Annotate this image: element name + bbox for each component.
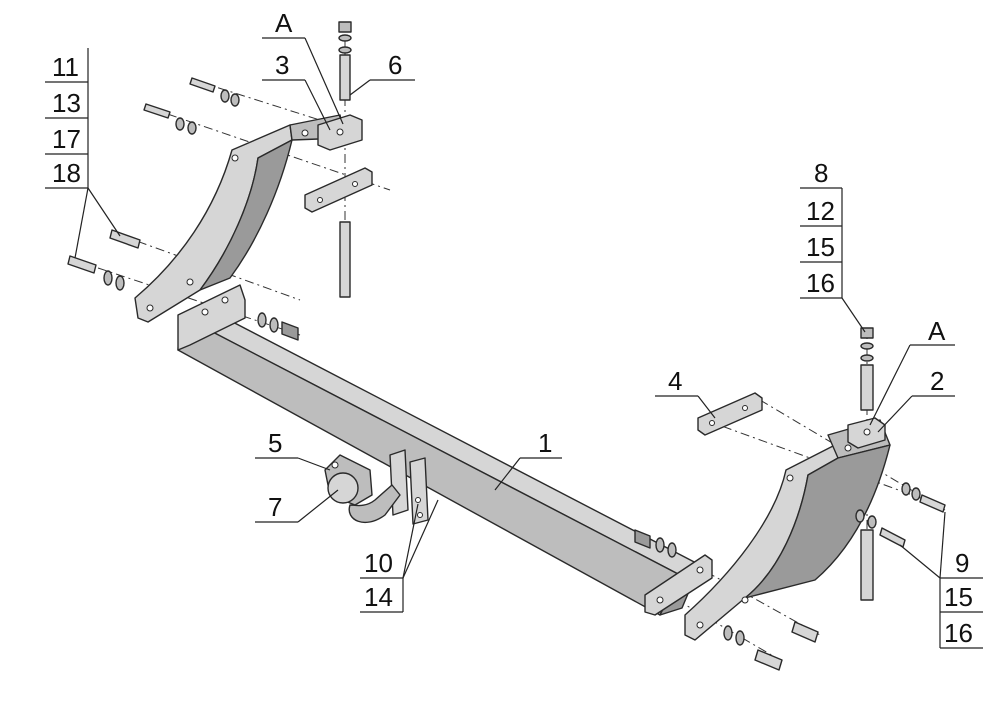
label-10: 10: [364, 548, 393, 578]
left-mount-plate-3: [317, 114, 363, 151]
label-15-right-top: 15: [806, 232, 835, 262]
label-11: 11: [52, 52, 79, 82]
left-horizontal-bolts: [67, 77, 299, 341]
right-horizontal-bolts: [634, 482, 946, 671]
label-1: 1: [538, 428, 552, 458]
label-9: 9: [955, 548, 969, 578]
label-7: 7: [268, 492, 282, 522]
label-2: 2: [930, 366, 944, 396]
label-8: 8: [814, 158, 828, 188]
main-crossbeam: [177, 284, 713, 616]
right-side-bracket: [684, 419, 891, 641]
label-16-right-top: 16: [806, 268, 835, 298]
towball-assembly: [324, 449, 429, 525]
part-labels: 11 13 17 18 A 3 6 8 12 15 16 A 2 4 1 5 7…: [52, 8, 973, 648]
label-5: 5: [268, 428, 282, 458]
left-clamp-plate: [304, 167, 373, 213]
label-3: 3: [275, 50, 289, 80]
label-18: 18: [52, 158, 81, 188]
label-12: 12: [806, 196, 835, 226]
label-13: 13: [52, 88, 81, 118]
right-vertical-bolt: [860, 327, 874, 601]
label-4: 4: [668, 366, 682, 396]
label-A-right: A: [928, 316, 946, 346]
right-clamp-plate-4: [697, 392, 763, 436]
label-15-right-bottom: 15: [944, 582, 973, 612]
right-mount-plate: [847, 417, 886, 449]
label-6: 6: [388, 50, 402, 80]
leader-lines: [45, 37, 983, 649]
left-vertical-bolt-6: [338, 21, 352, 298]
label-14: 14: [364, 582, 393, 612]
label-16-right-bottom: 16: [944, 618, 973, 648]
label-A-left: A: [275, 8, 293, 38]
label-17: 17: [52, 124, 81, 154]
